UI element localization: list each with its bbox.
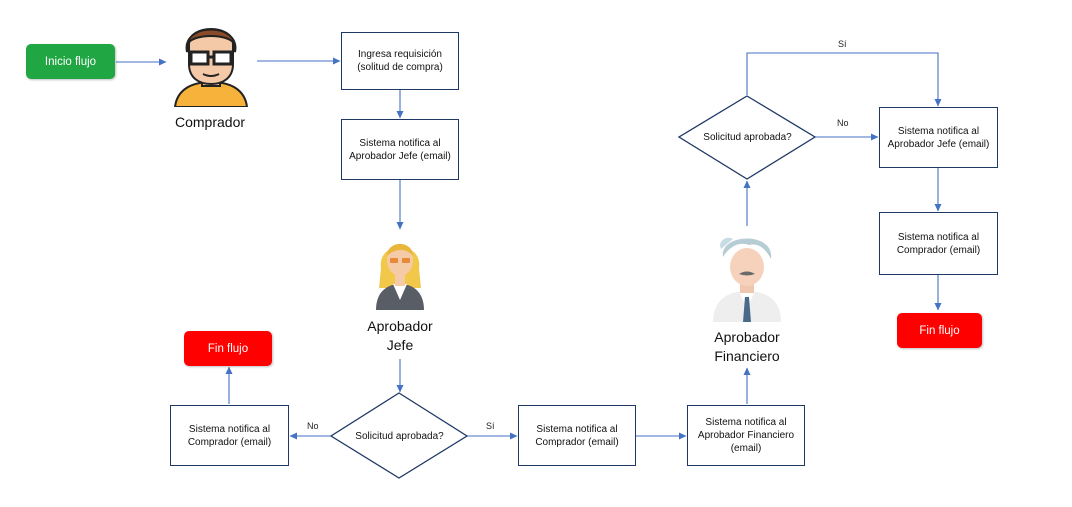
edge-label-top-no: No: [837, 118, 849, 128]
notifica-comprador-si-box[interactable]: Sistema notifica al Comprador (email): [518, 405, 636, 466]
comprador-avatar-icon: [167, 12, 255, 108]
comprador-label: Comprador: [174, 114, 246, 130]
ingresa-requisicion-box[interactable]: Ingresa requisición (solitud de compra): [341, 32, 459, 90]
notifica-aprobador-jefe-box[interactable]: Sistema notifica al Aprobador Jefe (emai…: [341, 119, 459, 180]
decision-diamond-bottom: [329, 392, 469, 479]
aprobador-financiero-label: Aprobador Financiero: [714, 329, 780, 364]
notifica-aprobador-financiero-box[interactable]: Sistema notifica al Aprobador Financiero…: [687, 405, 805, 466]
notifica-comprador-final-box[interactable]: Sistema notifica al Comprador (email): [879, 212, 998, 275]
notifica-aprobador-jefe-2-box[interactable]: Sistema notifica al Aprobador Jefe (emai…: [879, 107, 998, 168]
aprobador-financiero-avatar-icon: [709, 227, 785, 322]
edge-label-bottom-si: Sí: [486, 421, 495, 431]
edge-label-top-si: Sí: [838, 39, 847, 49]
decision-text-bottom: Solicitud aprobada?: [355, 430, 444, 442]
notifica-comprador-no-box[interactable]: Sistema notifica al Comprador (email): [170, 405, 289, 466]
aprobador-jefe-avatar-icon: [373, 230, 427, 310]
end-node-left[interactable]: Fin flujo: [184, 331, 272, 366]
start-node[interactable]: Inicio flujo: [26, 44, 115, 79]
edge-label-bottom-no: No: [307, 421, 319, 431]
aprobador-jefe-label: Aprobador Jefe: [367, 318, 433, 353]
decision-diamond-top: [677, 95, 817, 180]
arrow-top-decision-si: [746, 52, 942, 107]
end-node-right[interactable]: Fin flujo: [897, 313, 982, 348]
decision-text-top: Solicitud aprobada?: [703, 131, 792, 143]
